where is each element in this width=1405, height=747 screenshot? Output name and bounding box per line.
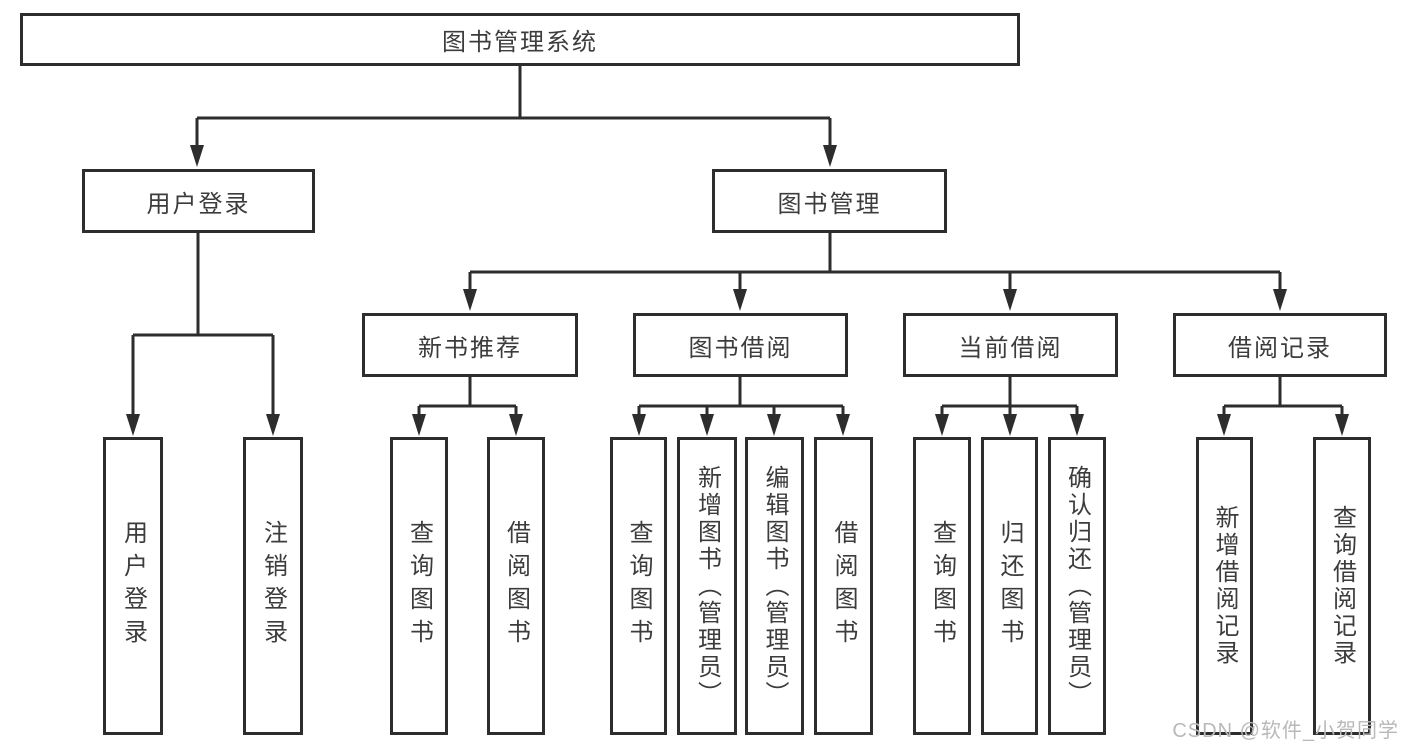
leaf-query-books-recommend: 查询图书: [390, 437, 448, 735]
leaf-borrow-books: 借阅图书: [814, 437, 873, 735]
leaf-confirm-return-admin: 确认归还（管理员）: [1048, 437, 1106, 735]
node-book-borrow: 图书借阅: [633, 313, 848, 377]
csdn-watermark: CSDN @软件_小贺同学: [1172, 720, 1399, 742]
leaf-borrow-books-recommend: 借阅图书: [487, 437, 545, 735]
node-current-borrow: 当前借阅: [903, 313, 1118, 377]
node-library-management-system: 图书管理系统: [20, 13, 1020, 66]
arrowheads: [126, 145, 1349, 436]
leaf-logout: 注销登录: [243, 437, 303, 735]
leaf-query-borrow-record: 查询借阅记录: [1313, 437, 1371, 735]
leaf-query-books-borrow: 查询图书: [610, 437, 667, 735]
leaf-add-books-admin: 新增图书（管理员）: [677, 437, 737, 735]
node-book-management: 图书管理: [712, 169, 947, 233]
node-user-login: 用户登录: [82, 169, 315, 233]
leaf-query-books-current: 查询图书: [913, 437, 971, 735]
leaf-user-login: 用户登录: [103, 437, 163, 735]
leaf-add-borrow-record: 新增借阅记录: [1196, 437, 1253, 735]
node-new-book-recommend: 新书推荐: [362, 313, 578, 377]
node-borrow-records: 借阅记录: [1173, 313, 1387, 377]
leaf-edit-books-admin: 编辑图书（管理员）: [745, 437, 804, 735]
leaf-return-books: 归还图书: [981, 437, 1038, 735]
